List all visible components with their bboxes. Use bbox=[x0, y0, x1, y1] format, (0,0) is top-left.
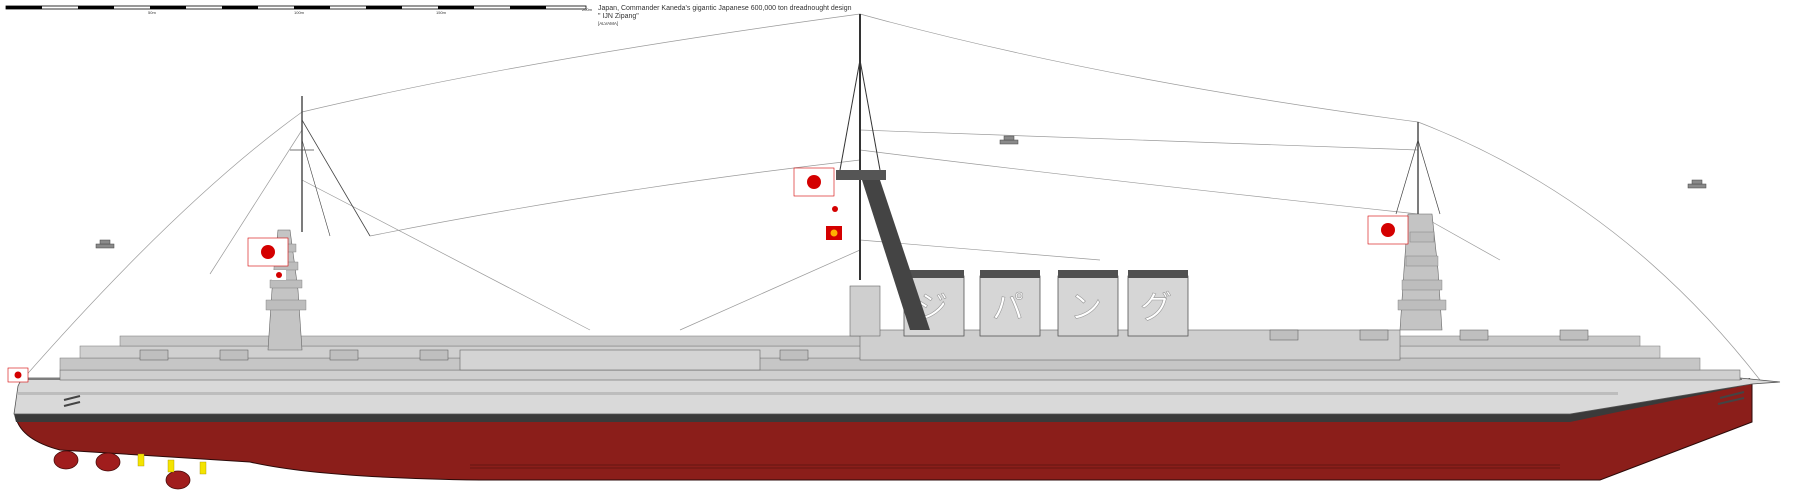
hull-upper bbox=[13, 377, 1781, 415]
hull-plate-lines bbox=[470, 464, 1560, 469]
funnel-cap-2 bbox=[980, 270, 1040, 278]
main-mast bbox=[836, 14, 930, 337]
scale-label-150m: 150m bbox=[436, 10, 447, 15]
aft-pagoda-tower bbox=[1397, 213, 1447, 331]
scale-bar bbox=[5, 5, 587, 10]
caption-description: Japan, Commander Kaneda's gigantic Japan… bbox=[598, 5, 852, 12]
caption-author: [ALVAMA] bbox=[598, 20, 619, 26]
funnel-lettering: ジ パ ン グ bbox=[916, 288, 1173, 327]
funnel-cap-4 bbox=[1128, 270, 1188, 278]
funnel-cap-3 bbox=[1058, 270, 1118, 278]
scale-label-100m: 100m bbox=[294, 10, 305, 15]
stern-guns bbox=[63, 395, 81, 407]
funnel-letter-1: ジ bbox=[916, 288, 948, 326]
hull-upper-band bbox=[18, 392, 1618, 395]
naval-ensign-icon bbox=[828, 204, 842, 214]
main-deck-structure bbox=[59, 369, 1741, 381]
propeller-icon bbox=[95, 452, 121, 472]
gun-turrets bbox=[139, 329, 1589, 361]
caption: Japan, Commander Kaneda's gigantic Japan… bbox=[598, 5, 852, 26]
forward-mast bbox=[290, 96, 371, 237]
funnel-cap-1 bbox=[904, 270, 964, 278]
seaplane-icon bbox=[95, 239, 115, 249]
center-superstructure bbox=[459, 349, 761, 371]
funnel-letter-4: グ bbox=[1140, 288, 1172, 326]
seaplane-icon bbox=[1687, 179, 1707, 189]
funnel-letter-3: ン bbox=[1070, 288, 1102, 326]
propeller-icon bbox=[53, 450, 79, 470]
rising-sun-flag-icon bbox=[793, 167, 835, 197]
scale-label-50m: 50m bbox=[148, 10, 156, 15]
rising-sun-flag-icon bbox=[7, 367, 29, 383]
caption-ship-name: " IJN Zipang" bbox=[598, 12, 639, 20]
bow-guns bbox=[1717, 391, 1745, 405]
boot-topping bbox=[14, 378, 1752, 422]
rigging-wires bbox=[21, 13, 1761, 381]
rising-sun-flag-icon bbox=[1367, 215, 1409, 245]
funnel-3 bbox=[1057, 275, 1119, 337]
seaplane-icon bbox=[999, 135, 1019, 145]
funnel-letter-2: パ bbox=[992, 288, 1024, 326]
propellers bbox=[53, 450, 191, 490]
scale-label-200m: 200m bbox=[582, 7, 593, 12]
rising-sun-flag-icon bbox=[247, 237, 289, 267]
hull-lower bbox=[15, 379, 1753, 481]
naval-ensign-icon bbox=[272, 270, 286, 280]
aft-mast bbox=[1395, 122, 1441, 215]
funnel-4 bbox=[1127, 275, 1189, 337]
propeller-icon bbox=[165, 470, 191, 490]
crew-figures bbox=[137, 453, 207, 475]
orange-pennant-sun bbox=[830, 229, 838, 237]
funnels bbox=[903, 270, 1189, 337]
